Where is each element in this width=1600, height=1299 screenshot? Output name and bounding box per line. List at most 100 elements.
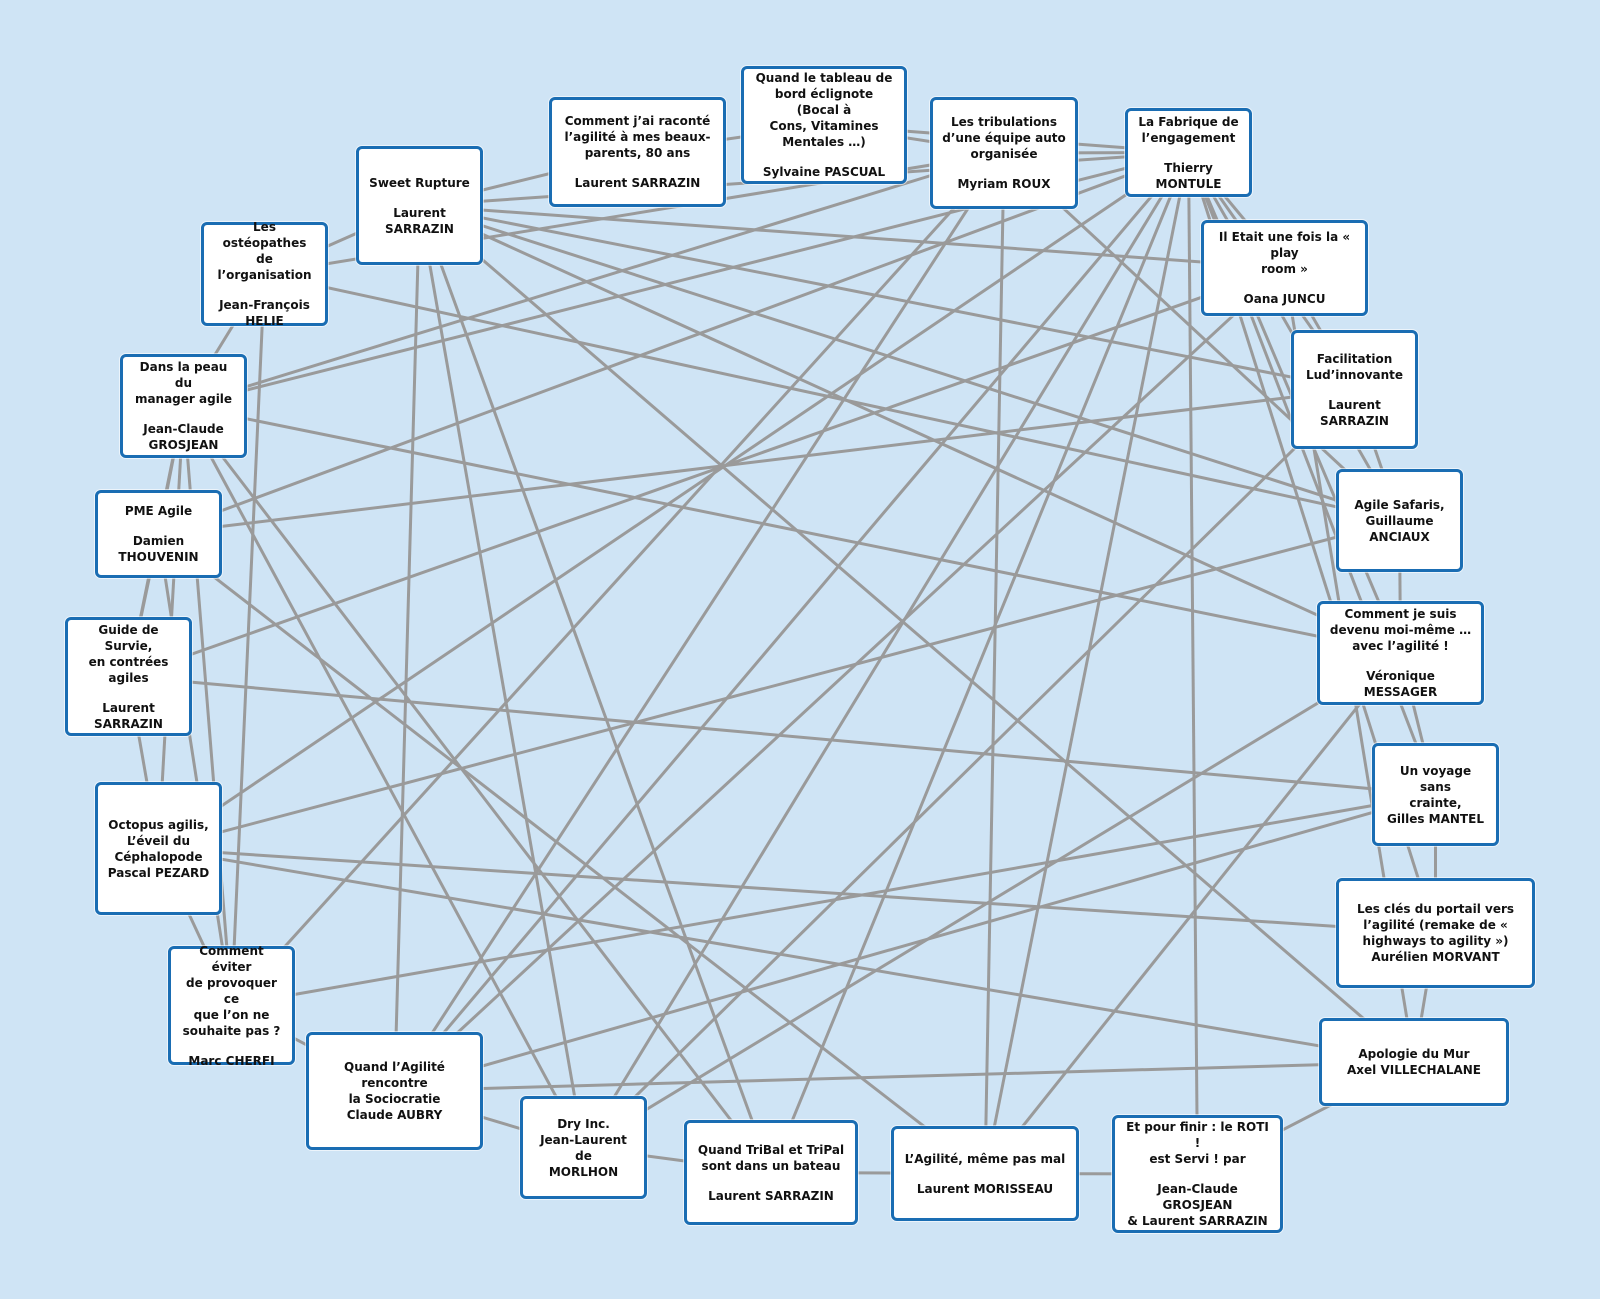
connection-line <box>983 652 1402 1175</box>
node-title: Les clés du portail vers l’agilité (rema… <box>1356 902 1515 964</box>
node-author: Laurent SARRAZIN <box>94 700 163 731</box>
node-tribal-tripal: Quand TriBal et TriPal sont dans un bate… <box>684 1120 858 1225</box>
connection-line <box>158 847 1415 1064</box>
connection-line <box>264 272 1400 522</box>
connection-line <box>393 151 1190 1092</box>
node-voyage-sans-crainte: Un voyage sans crainte, Gilles MANTEL <box>1372 743 1499 846</box>
node-author: Laurent SARRAZIN <box>385 205 454 236</box>
connection-line <box>158 847 1436 935</box>
connection-line <box>393 152 1006 1092</box>
node-title: Dans la peau du manager agile <box>134 360 233 406</box>
node-author: Laurent SARRAZIN <box>574 176 701 190</box>
connection-line <box>182 405 773 1174</box>
node-title: Guide de Survie, en contrées agiles <box>88 622 169 685</box>
node-guide-survie: Guide de Survie, en contrées agiles Laur… <box>65 617 192 736</box>
node-title: Sweet Rupture <box>369 175 470 190</box>
node-title: Les ostéopathes de l’organisation <box>217 220 312 282</box>
connection-line <box>394 1060 1415 1093</box>
connection-line <box>582 388 1356 1149</box>
node-title: Facilitation Lud’innovante <box>1305 351 1404 382</box>
connection-line <box>419 204 1400 522</box>
connection-line <box>157 151 1190 536</box>
connection-line <box>418 204 773 1174</box>
node-title: Comment je suis devenu moi-même … avec l… <box>1329 607 1472 653</box>
connection-line <box>157 151 1190 850</box>
connection-line <box>157 532 986 1175</box>
connection-line <box>582 651 1402 1149</box>
connection-line <box>128 675 1436 796</box>
node-title: Comment j’ai raconté l’agilité à mes bea… <box>564 114 711 160</box>
node-title: Agile Safaris, Guillaume ANCIAUX <box>1354 497 1445 544</box>
node-title: Il Etait une fois la « play room » <box>1218 230 1351 276</box>
node-play-room: Il Etait une fois la « play room » Oana … <box>1201 220 1368 316</box>
node-fabrique-engagement: La Fabrique de l’engagement Thierry MONT… <box>1125 108 1252 197</box>
node-agilite-meme-pas-mal: L’Agilité, même pas mal Laurent MORISSEA… <box>891 1126 1079 1221</box>
node-apologie-du-mur: Apologie du Mur Axel VILLECHALANE <box>1319 1018 1509 1106</box>
connection-line <box>183 404 1401 655</box>
node-title: Dry Inc. Jean-Laurent de MORLHON <box>540 1116 627 1179</box>
node-title: Quand l’Agilité rencontre la Sociocratie… <box>344 1060 445 1122</box>
node-roti: Et pour finir : le ROTI ! est Servi ! pa… <box>1112 1115 1283 1233</box>
node-tableau-de-bord: Quand le tableau de bord éclignote (Boca… <box>741 66 907 184</box>
connection-line <box>182 405 585 1149</box>
node-author: Damien THOUVENIN <box>118 534 199 564</box>
node-author: Oana JUNCU <box>1243 292 1326 306</box>
connection-line <box>769 151 1190 1174</box>
node-agile-safaris: Agile Safaris, Guillaume ANCIAUX <box>1336 469 1463 572</box>
node-devenu-moi-meme: Comment je suis devenu moi-même … avec l… <box>1317 601 1484 705</box>
connection-line <box>158 388 1355 536</box>
connection-line <box>418 205 585 1148</box>
node-author: Jean-Claude GROSJEAN & Laurent SARRAZIN <box>1127 1182 1268 1228</box>
node-author: Marc CHERFI <box>188 1053 275 1068</box>
connection-line <box>419 204 1355 391</box>
connection-line <box>230 273 266 1006</box>
node-author: Myriam ROUX <box>957 177 1051 191</box>
node-comment-eviter: Comment éviter de provoquer ce que l’on … <box>168 943 295 1068</box>
node-beaux-parents: Comment j’ai raconté l’agilité à mes bea… <box>549 97 726 207</box>
node-octopus-agilis: Octopus agilis, L’éveil du Céphalopode P… <box>95 782 222 915</box>
node-title: PME Agile <box>124 504 193 518</box>
connection-line <box>394 793 1436 1093</box>
connection-line <box>983 152 1006 1174</box>
connection-line <box>183 151 1005 408</box>
node-author: Jean-Claude GROSJEAN <box>143 422 224 452</box>
node-dry-inc: Dry Inc. Jean-Laurent de MORLHON <box>520 1096 647 1199</box>
node-title: Quand TriBal et TriPal sont dans un bate… <box>697 1142 845 1173</box>
connection-line <box>582 151 1190 1149</box>
node-title: Et pour finir : le ROTI ! est Servi ! pa… <box>1126 1120 1269 1166</box>
node-author: Laurent MORISSEAU <box>916 1181 1054 1196</box>
node-title: Apologie du Mur Axel VILLECHALANE <box>1346 1047 1481 1077</box>
connection-line <box>983 152 1190 1174</box>
node-author: Laurent SARRAZIN <box>708 1188 834 1203</box>
node-title: Quand le tableau de bord éclignote (Boca… <box>755 71 893 149</box>
node-title: Les tribulations d’une équipe auto organ… <box>942 115 1066 161</box>
node-tribulations: Les tribulations d’une équipe auto organ… <box>930 97 1078 209</box>
connection-line <box>419 204 1285 270</box>
node-author: Véronique MESSAGER <box>1363 669 1438 699</box>
connection-line <box>128 266 1285 678</box>
node-sweet-rupture: Sweet Rupture Laurent SARRAZIN <box>356 146 483 265</box>
node-osteopathes: Les ostéopathes de l’organisation Jean-F… <box>201 220 328 328</box>
node-title: La Fabrique de l’engagement <box>1138 114 1239 145</box>
node-author: Sylvaine PASCUAL <box>762 165 886 179</box>
node-facilitation: Facilitation Lud’innovante Laurent SARRA… <box>1291 330 1418 449</box>
connection-line <box>1002 151 1401 522</box>
connection-line <box>418 204 1402 655</box>
node-pme-agile: PME Agile Damien THOUVENIN <box>95 490 222 578</box>
connection-line <box>393 205 421 1092</box>
node-author: Thierry MONTULE <box>1155 160 1222 191</box>
node-manager-agile: Dans la peau du manager agile Jean-Claud… <box>120 354 247 458</box>
connection-line <box>1187 152 1199 1175</box>
connection-line <box>393 266 1286 1093</box>
node-author: Laurent SARRAZIN <box>1320 397 1389 428</box>
node-sociocratie: Quand l’Agilité rencontre la Sociocratie… <box>306 1032 483 1150</box>
node-title: Un voyage sans crainte, Gilles MANTEL <box>1387 763 1484 826</box>
node-title: Comment éviter de provoquer ce que l’on … <box>182 943 281 1038</box>
connection-line <box>158 519 1400 850</box>
node-author: Jean-François HELIE <box>219 298 310 328</box>
connection-line <box>157 533 233 1006</box>
node-cles-du-portail: Les clés du portail vers l’agilité (rema… <box>1336 878 1535 988</box>
node-title: L’Agilité, même pas mal <box>904 1151 1066 1166</box>
node-title: Octopus agilis, L’éveil du Céphalopode P… <box>107 817 210 880</box>
